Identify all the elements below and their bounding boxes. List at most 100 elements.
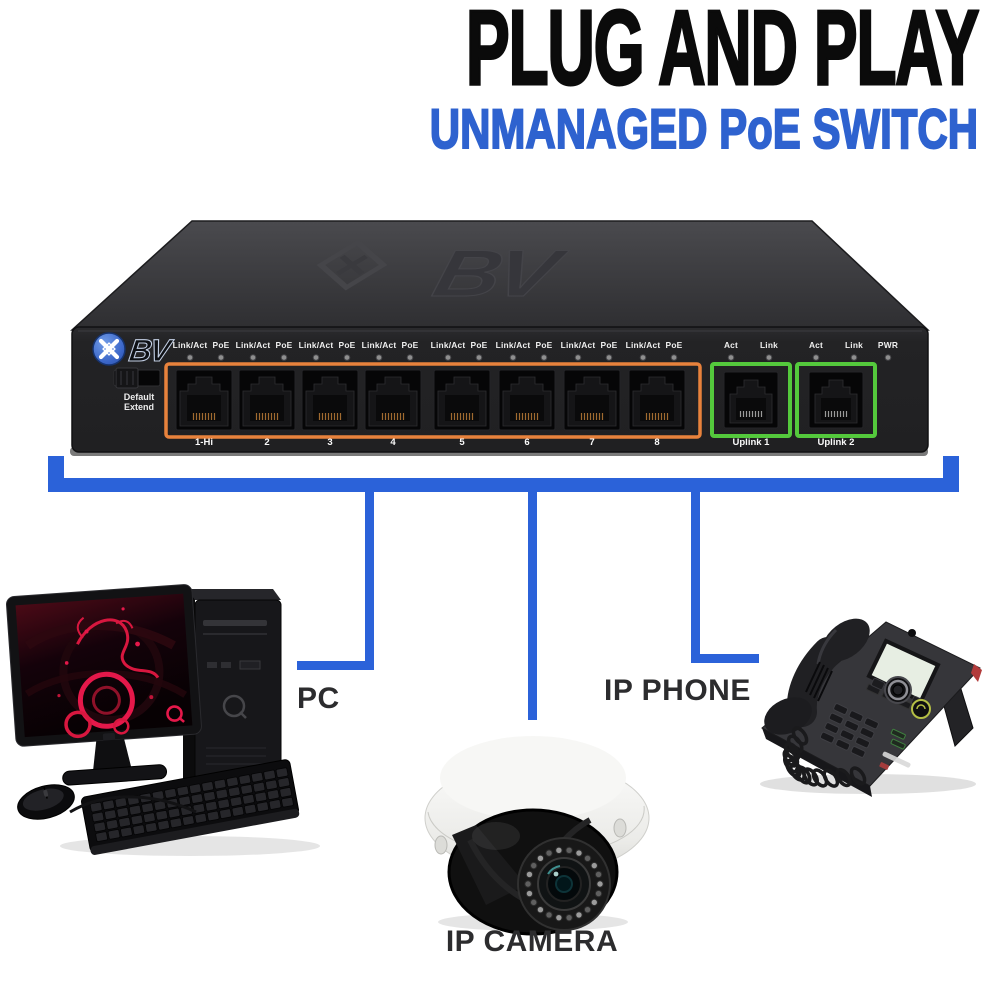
keyboard-key [178,795,192,807]
port-inner [250,395,284,421]
led-label: PoE [666,340,683,350]
dome-highlight [472,822,520,850]
port-number: 4 [390,437,396,448]
keyboard-key [120,826,133,838]
port-number: 5 [459,437,465,448]
mouse-cable [69,795,197,814]
port-number: Uplink 1 [733,437,771,448]
phone-volume-bar [879,751,911,770]
led-label: Link/Act [299,340,334,350]
led-dot [605,354,613,361]
keyboard-key [164,788,177,799]
mode-label-extend: Extend [124,402,154,412]
led-label: Act [724,340,738,350]
brand-diamond-icon [102,342,116,356]
port-inner [510,395,544,421]
camera-screw-left [434,835,448,855]
led-label: PoE [276,340,293,350]
cord-coil [835,767,852,788]
phone-key [844,719,860,732]
keyboard-key [227,786,241,797]
port-inner [313,395,347,421]
led-label: Link/Act [431,340,466,350]
ir-led [594,889,603,898]
keyboard-key [256,801,270,813]
keyboard-key [107,829,121,840]
led-dot [670,354,678,361]
keyboard-key [265,779,278,791]
pc-image [5,584,320,856]
keyboard-key [240,784,253,795]
keyboard-key [203,791,216,802]
pc-drop-line [365,492,374,670]
led-label: Link/Act [496,340,531,350]
poe-group-border [164,362,702,439]
led-label: Link [760,340,778,350]
ir-led [525,870,534,879]
ir-led [590,898,598,907]
keyboard-key [190,793,204,804]
ir-led [525,889,534,898]
led-dot [727,354,735,361]
brand-logo: BV [92,332,176,369]
keyboard-key [95,831,108,842]
keyboard-key [93,821,107,833]
power-led: PWR [878,340,898,361]
cord-coil [822,768,840,788]
ir-led [536,854,545,863]
led-dot [280,354,288,361]
port-inner [376,395,410,421]
keyboard-key [275,767,289,778]
ir-led [583,905,592,914]
mode-label-default: Default [124,392,155,402]
poster-title: PLUG AND PLAY [465,0,980,107]
phone-key [839,729,855,742]
led-dot [540,354,548,361]
led-label: Link [845,340,863,350]
keyboard-key [176,785,190,797]
phone-keypad [819,703,879,758]
poe-switch-image: BV BV Default [70,220,930,456]
keyboard-key [226,776,239,788]
phone-key [855,736,871,749]
port-inner [640,395,674,421]
camera-drop-line [528,492,537,720]
led-dot [186,354,194,361]
camera-screw-right [613,818,627,838]
port-number: 1-Hi [195,437,213,448]
keyboard-key [155,810,169,821]
keyboard-key [182,815,195,826]
pc-monitor [5,584,202,786]
pwr-led-dot [884,354,892,361]
keyboard-key [105,819,119,830]
keyboard-key [116,807,130,818]
phone-key [833,703,849,715]
keyboard-key [104,809,117,820]
connection-lines [48,456,959,720]
keyboard-key [91,811,105,823]
ir-led [530,861,538,870]
led-dot [249,354,257,361]
ip-camera-label: IP CAMERA [445,925,619,958]
keyboard-key [219,808,232,819]
port-number: 6 [524,437,529,448]
keyboard-key [141,802,154,814]
cord-coil [786,734,804,754]
port-number: 2 [264,437,269,448]
pc-elbow-line [297,661,374,670]
camera-ir-leds [524,846,604,922]
phone-key [859,727,875,739]
uplink-border [795,362,877,438]
keyboard-key [194,812,208,824]
port-inner [187,395,221,421]
ir-led [555,846,563,855]
poster-subtitle: UNMANAGED PoE SWITCH [429,96,979,161]
phone-handset [764,618,870,735]
